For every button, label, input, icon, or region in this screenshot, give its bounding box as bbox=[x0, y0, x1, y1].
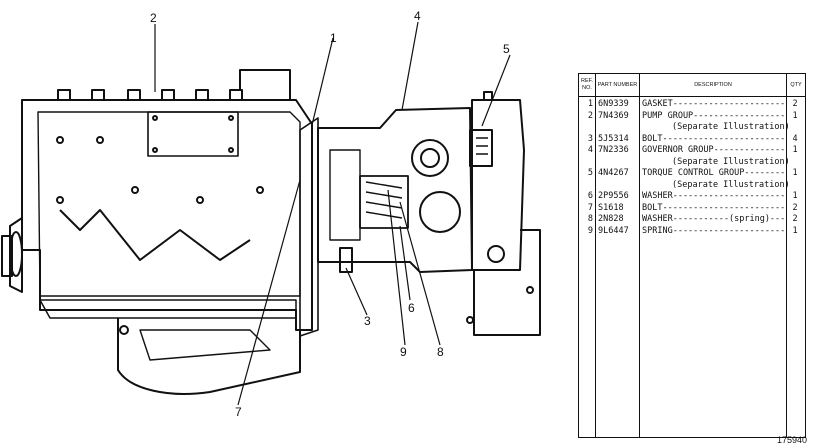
table-row: 6 2P9556 WASHER---------------------------… bbox=[579, 191, 805, 203]
part-number-cell: 7N4369 bbox=[598, 110, 629, 121]
qty-cell: 1 bbox=[792, 145, 798, 155]
exploded-assembly-drawing: 2 1 4 5 3 6 9 8 7 bbox=[1, 9, 541, 419]
table-row: 1 6N9339 GASKET---------------------------… bbox=[579, 99, 805, 111]
table-row: 3 5J5314 BOLT-----------------------------… bbox=[579, 134, 805, 146]
description-cell: PUMP GROUP------------------------- bbox=[642, 110, 786, 121]
callout-7: 7 bbox=[235, 405, 242, 419]
table-row: (Separate Illustration) bbox=[579, 157, 805, 169]
part-number-cell: 2P9556 bbox=[598, 191, 629, 201]
description-cell: GOVERNOR GROUP--------------------- bbox=[642, 145, 786, 155]
callout-5: 5 bbox=[503, 42, 510, 56]
table-row: 2 7N4369 PUMP GROUP-----------------------… bbox=[579, 111, 805, 123]
ref-no-cell: 1 bbox=[587, 99, 593, 109]
qty-cell: 1 bbox=[792, 110, 798, 121]
ref-no-cell: 5 bbox=[587, 168, 593, 178]
description-cell: WASHER----------------------------- bbox=[642, 191, 786, 201]
table-row: (Separate Illustration) bbox=[579, 122, 805, 134]
table-row: 4 7N2336 GOVERNOR GROUP-------------------… bbox=[579, 145, 805, 157]
callout-2: 2 bbox=[150, 11, 157, 25]
qty-header: QTY bbox=[790, 81, 802, 88]
callout-8: 8 bbox=[437, 345, 444, 359]
table-row: 8 2N828 WASHER-----------(spring)---------… bbox=[579, 214, 805, 226]
ref-no-cell: 2 bbox=[587, 110, 593, 121]
description-cell: BOLT------------------------------- bbox=[642, 133, 786, 144]
description-cell: SPRING----------------------------- bbox=[642, 225, 786, 236]
qty-cell: 1 bbox=[792, 191, 798, 201]
part-number-header: PART NUMBER bbox=[597, 81, 638, 88]
callout-9: 9 bbox=[400, 345, 407, 359]
table-row: 5 4N4267 TORQUE CONTROL GROUP-------------… bbox=[579, 168, 805, 180]
part-number-cell: 4N4267 bbox=[598, 168, 629, 178]
ref-no-cell: 3 bbox=[587, 133, 593, 144]
parts-list-table: REF. NO. PART NUMBER DESCRIPTION QTY 1 6N… bbox=[578, 73, 806, 438]
table-row: 7 S1618 BOLT------------------------------… bbox=[579, 203, 805, 215]
qty-cell: 2 bbox=[792, 99, 798, 109]
description-cell: GASKET----------------------------- bbox=[642, 99, 786, 109]
ref-no-cell: 7 bbox=[587, 202, 593, 213]
cover-plate bbox=[147, 111, 239, 157]
ref-no-cell: 8 bbox=[587, 214, 593, 224]
description-cell: (Separate Illustration) bbox=[672, 179, 790, 190]
ref-no-header: REF. NO. bbox=[581, 78, 593, 91]
description-header: DESCRIPTION bbox=[694, 81, 732, 88]
qty-cell: 4 bbox=[792, 133, 798, 144]
part-number-cell: 7N2336 bbox=[598, 145, 629, 155]
ref-no-cell: 4 bbox=[587, 145, 593, 155]
description-cell: (Separate Illustration) bbox=[672, 122, 790, 132]
torque-control-housing bbox=[471, 99, 525, 271]
description-cell: BOLT------------------------------- bbox=[642, 202, 786, 213]
description-cell: WASHER-----------(spring)---------- bbox=[642, 214, 786, 224]
callout-1: 1 bbox=[330, 31, 337, 45]
part-number-cell: S1618 bbox=[598, 202, 624, 213]
callout-3: 3 bbox=[364, 314, 371, 328]
table-header: REF. NO. PART NUMBER DESCRIPTION QTY bbox=[579, 74, 805, 97]
callout-4: 4 bbox=[414, 9, 421, 23]
qty-cell: 2 bbox=[792, 202, 798, 213]
part-number-cell: 2N828 bbox=[598, 214, 624, 224]
table-body: 1 6N9339 GASKET---------------------------… bbox=[579, 99, 805, 237]
part-number-cell: 5J5314 bbox=[598, 133, 629, 144]
ref-no-cell: 6 bbox=[587, 191, 593, 201]
description-cell: TORQUE CONTROL GROUP--------------- bbox=[642, 168, 786, 178]
description-cell: (Separate Illustration) bbox=[672, 156, 790, 167]
callout-6: 6 bbox=[408, 301, 415, 315]
governor-housing bbox=[317, 107, 473, 273]
qty-cell: 2 bbox=[792, 214, 798, 224]
part-number-cell: 6N9339 bbox=[598, 99, 629, 109]
qty-cell: 1 bbox=[792, 168, 798, 178]
table-row: (Separate Illustration) bbox=[579, 180, 805, 192]
part-number-cell: 9L6447 bbox=[598, 225, 629, 236]
governor-spring bbox=[359, 175, 409, 229]
ref-no-cell: 9 bbox=[587, 225, 593, 236]
drawing-number: 175940 bbox=[776, 435, 807, 445]
qty-cell: 1 bbox=[792, 225, 798, 236]
gasket bbox=[299, 117, 319, 337]
table-row: 9 9L6447 SPRING---------------------------… bbox=[579, 226, 805, 238]
